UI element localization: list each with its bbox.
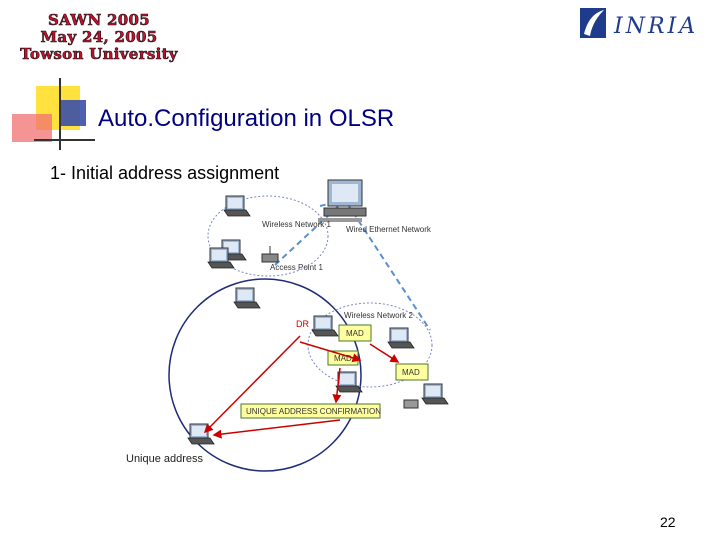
mad-arrow	[299, 341, 362, 363]
wired-network-label: Wired Ethernet Network	[346, 225, 432, 234]
svg-text:MAD: MAD	[346, 329, 364, 338]
mad-arrow	[332, 367, 342, 404]
confirmation-box: UNIQUE ADDRESS CONFIRMATION	[240, 403, 381, 419]
unique-address-label: Unique address	[126, 453, 204, 465]
wireless-network-2-label: Wireless Network 2	[344, 311, 413, 320]
wireless-network-1-label: Wireless Network 1	[262, 220, 331, 229]
slide-title: Auto.Configuration in OLSR	[98, 105, 395, 132]
svg-text:UNIQUE ADDRESS CONFIRMATION: UNIQUE ADDRESS CONFIRMATION	[246, 407, 381, 416]
wireless-network-1-cloud	[207, 195, 329, 277]
conference-date: May 24, 2005	[40, 28, 158, 46]
title-decoration	[12, 78, 95, 150]
svg-text:MAD: MAD	[334, 354, 352, 363]
svg-text:MAD: MAD	[402, 368, 420, 377]
inria-logo: INRIA	[578, 6, 708, 42]
laptop-icon	[387, 327, 415, 349]
dr-label: DR	[296, 319, 309, 329]
laptop-icon	[223, 195, 251, 217]
access-point-label: Access Point 1	[270, 263, 323, 272]
conference-name: SAWN 2005	[48, 11, 150, 29]
mad-box: MAD	[327, 350, 359, 366]
mad-arrow	[369, 343, 400, 363]
conference-venue: Towson University	[20, 45, 178, 63]
inria-logo-text: INRIA	[613, 14, 698, 39]
laptop-icon	[311, 315, 339, 337]
mad-box: MAD	[338, 324, 372, 342]
mad-box: MAD	[395, 363, 429, 381]
laptop-icon	[233, 287, 261, 309]
confirmation-arrow	[203, 335, 301, 434]
confirmation-arrow	[212, 419, 341, 439]
device-icon	[403, 399, 419, 409]
desktop-computer-icon	[318, 179, 367, 222]
manet-area-circle	[168, 278, 362, 472]
access-point-icon	[261, 246, 279, 263]
conference-logo: SAWN 2005 May 24, 2005 Towson University	[20, 11, 178, 63]
slide-subtitle: 1- Initial address assignment	[50, 163, 280, 183]
page-number: 22	[660, 514, 676, 530]
laptop-icon	[421, 383, 449, 405]
